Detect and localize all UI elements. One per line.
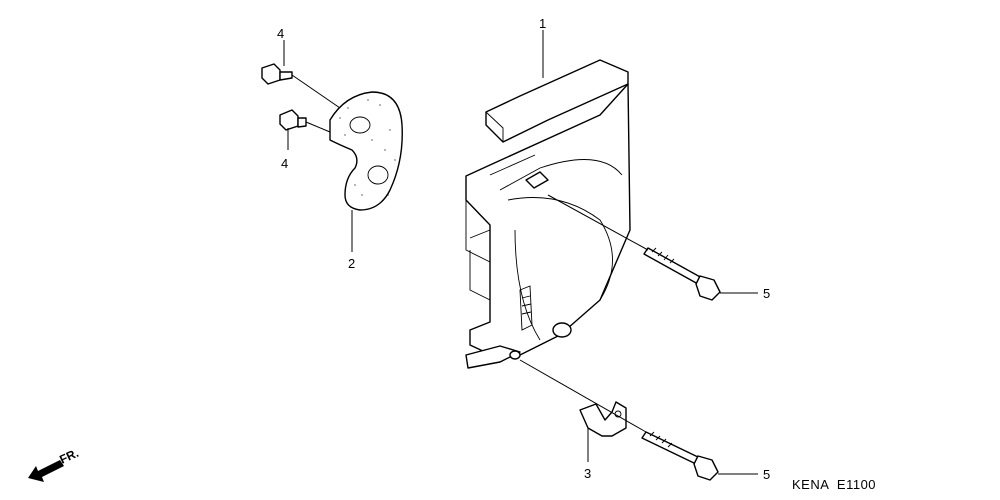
cover-part-1	[465, 59, 631, 369]
callout-5-lower: 5	[763, 467, 770, 482]
drawing-code: KENA E1100	[792, 477, 876, 492]
front-label: FR.	[57, 446, 80, 467]
bolt-part-5-upper	[643, 247, 721, 301]
bolt-part-4-lower	[279, 109, 307, 131]
front-arrow-icon	[28, 460, 64, 482]
bolt-part-4-upper	[261, 63, 293, 85]
callout-2: 2	[348, 256, 355, 271]
leader-lines	[283, 30, 758, 475]
callout-1: 1	[539, 16, 546, 31]
callout-4-lower: 4	[281, 156, 288, 171]
bolt-part-5-lower	[641, 431, 719, 481]
front-indicator: FR.	[28, 446, 81, 482]
clamp-part-3	[579, 401, 627, 437]
gasket-texture	[339, 99, 396, 196]
callout-3: 3	[584, 466, 591, 481]
gasket-part-2	[329, 91, 403, 211]
callout-4-upper: 4	[277, 26, 284, 41]
callout-5-upper: 5	[763, 286, 770, 301]
